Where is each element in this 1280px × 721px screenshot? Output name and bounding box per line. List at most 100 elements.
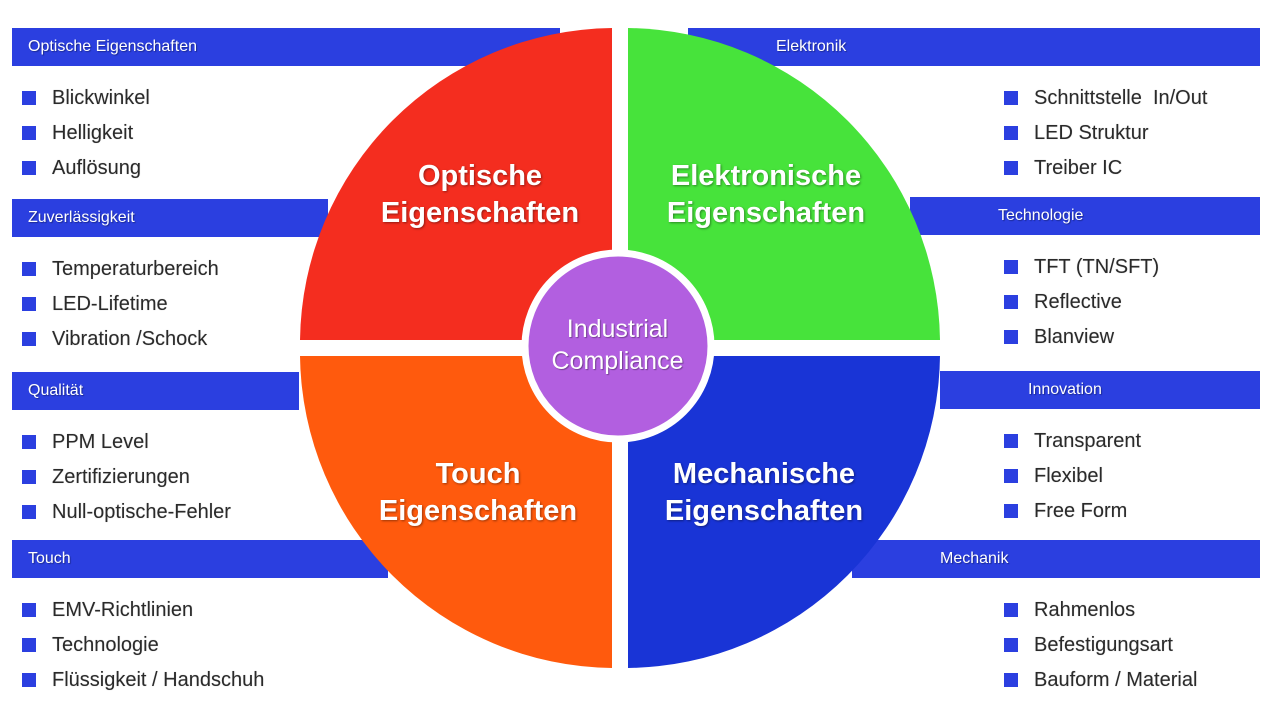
list-item-label: Flexibel	[1034, 465, 1103, 487]
list-item-label: Bauform / Material	[1034, 669, 1198, 691]
list-item: TFT (TN/SFT)	[1004, 250, 1159, 285]
list-item-label: Blanview	[1034, 326, 1115, 348]
list-item-label: LED-Lifetime	[52, 293, 168, 315]
list-item: Rahmenlos	[1004, 593, 1197, 628]
left-list-touch: EMV-Richtlinien Technologie Flüssigkeit …	[22, 593, 264, 698]
list-item-label: Rahmenlos	[1034, 599, 1136, 621]
right-list-technologie: TFT (TN/SFT) Reflective Blanview	[1004, 250, 1159, 355]
center-label-line2: Compliance	[551, 346, 684, 375]
list-item-label: EMV-Richtlinien	[52, 599, 194, 621]
bullet-square-icon	[22, 161, 36, 175]
center-label-line1: Industrial	[566, 314, 669, 343]
quadrant-label-touch: Touch Eigenschaften	[318, 456, 638, 530]
bullet-square-icon	[1004, 673, 1018, 687]
list-item: Flüssigkeit / Handschuh	[22, 663, 264, 698]
bullet-square-icon	[22, 603, 36, 617]
bullet-square-icon	[1004, 161, 1018, 175]
right-list-elektronik: Schnittstelle In/Out LED Struktur Treibe…	[1004, 81, 1207, 186]
center-label: Industrial Compliance	[525, 252, 710, 437]
list-item: Reflective	[1004, 285, 1159, 320]
quadrant-label-mechanical-line1: Mechanische	[672, 458, 856, 490]
left-list-optische-eigenschaften: Blickwinkel Helligkeit Auflösung	[22, 81, 150, 186]
quadrant-label-electronic: Elektronische Eigenschaften	[606, 158, 926, 232]
list-item-label: Auflösung	[52, 157, 141, 179]
right-bar-technologie: Technologie	[910, 197, 1260, 235]
list-item-label: Treiber IC	[1034, 157, 1123, 179]
right-list-innovation: Transparent Flexibel Free Form	[1004, 424, 1141, 529]
left-bar-zuverlaessigkeit: Zuverlässigkeit	[12, 199, 328, 237]
bullet-square-icon	[22, 638, 36, 652]
list-item-label: Temperaturbereich	[52, 258, 219, 280]
left-bar-qualitaet: Qualität	[12, 372, 299, 410]
bullet-square-icon	[1004, 504, 1018, 518]
list-item: Temperaturbereich	[22, 252, 219, 287]
left-bar-optische-eigenschaften: Optische Eigenschaften	[12, 28, 560, 66]
list-item: Befestigungsart	[1004, 628, 1197, 663]
list-item-label: Helligkeit	[52, 122, 134, 144]
list-item: Free Form	[1004, 494, 1141, 529]
left-list-zuverlaessigkeit: Temperaturbereich LED-Lifetime Vibration…	[22, 252, 219, 357]
list-item: Null-optische-Fehler	[22, 495, 231, 530]
quadrant-optical	[300, 28, 612, 340]
list-item-label: Reflective	[1034, 291, 1122, 313]
list-item: Blickwinkel	[22, 81, 150, 116]
list-item-label: Null-optische-Fehler	[52, 501, 231, 523]
bullet-square-icon	[22, 262, 36, 276]
left-bar-touch: Touch	[12, 540, 388, 578]
center-circle	[521, 249, 715, 443]
bullet-square-icon	[1004, 295, 1018, 309]
list-item-label: LED Struktur	[1034, 122, 1149, 144]
quadrant-label-electronic-line1: Elektronische	[670, 160, 862, 192]
list-item-label: Flüssigkeit / Handschuh	[52, 669, 265, 691]
list-item-label: Transparent	[1034, 430, 1142, 452]
list-item: EMV-Richtlinien	[22, 593, 264, 628]
bullet-square-icon	[1004, 638, 1018, 652]
list-item: Bauform / Material	[1004, 663, 1197, 698]
right-bar-elektronik: Elektronik	[688, 28, 1260, 66]
bullet-square-icon	[1004, 603, 1018, 617]
quadrant-label-touch-line1: Touch	[435, 458, 521, 490]
list-item-label: Vibration /Schock	[52, 328, 208, 350]
bullet-square-icon	[22, 297, 36, 311]
list-item: Treiber IC	[1004, 151, 1207, 186]
quadrant-label-optical-line1: Optische	[417, 160, 543, 192]
bullet-square-icon	[1004, 330, 1018, 344]
bullet-square-icon	[1004, 260, 1018, 274]
list-item: Helligkeit	[22, 116, 150, 151]
list-item: Schnittstelle In/Out	[1004, 81, 1207, 116]
list-item: Zertifizierungen	[22, 460, 231, 495]
quadrant-mechanical	[628, 356, 940, 668]
quadrant-label-mechanical-line2: Eigenschaften	[664, 495, 864, 527]
quadrant-label-electronic-line2: Eigenschaften	[666, 197, 866, 229]
list-item: Vibration /Schock	[22, 322, 219, 357]
list-item: Technologie	[22, 628, 264, 663]
bullet-square-icon	[22, 470, 36, 484]
right-bar-mechanik: Mechanik	[852, 540, 1260, 578]
quadrant-touch	[300, 356, 612, 668]
bullet-square-icon	[22, 505, 36, 519]
list-item-label: Schnittstelle In/Out	[1034, 87, 1208, 109]
list-item-label: Free Form	[1034, 500, 1128, 522]
bullet-square-icon	[1004, 126, 1018, 140]
bullet-square-icon	[1004, 91, 1018, 105]
list-item-label: TFT (TN/SFT)	[1034, 256, 1160, 278]
list-item-label: Blickwinkel	[52, 87, 150, 109]
list-item: Transparent	[1004, 424, 1141, 459]
bullet-square-icon	[1004, 434, 1018, 448]
list-item: Auflösung	[22, 151, 150, 186]
list-item-label: Zertifizierungen	[52, 466, 190, 488]
bullet-square-icon	[22, 91, 36, 105]
list-item: LED Struktur	[1004, 116, 1207, 151]
list-item: LED-Lifetime	[22, 287, 219, 322]
left-list-qualitaet: PPM Level Zertifizierungen Null-optische…	[22, 425, 231, 530]
quadrant-label-optical: Optische Eigenschaften	[320, 158, 640, 232]
right-bar-innovation: Innovation	[940, 371, 1260, 409]
right-list-mechanik: Rahmenlos Befestigungsart Bauform / Mate…	[1004, 593, 1197, 698]
list-item: Blanview	[1004, 320, 1159, 355]
list-item-label: Technologie	[52, 634, 159, 656]
list-item-label: Befestigungsart	[1034, 634, 1173, 656]
bullet-square-icon	[22, 126, 36, 140]
bullet-square-icon	[22, 435, 36, 449]
bullet-square-icon	[22, 332, 36, 346]
